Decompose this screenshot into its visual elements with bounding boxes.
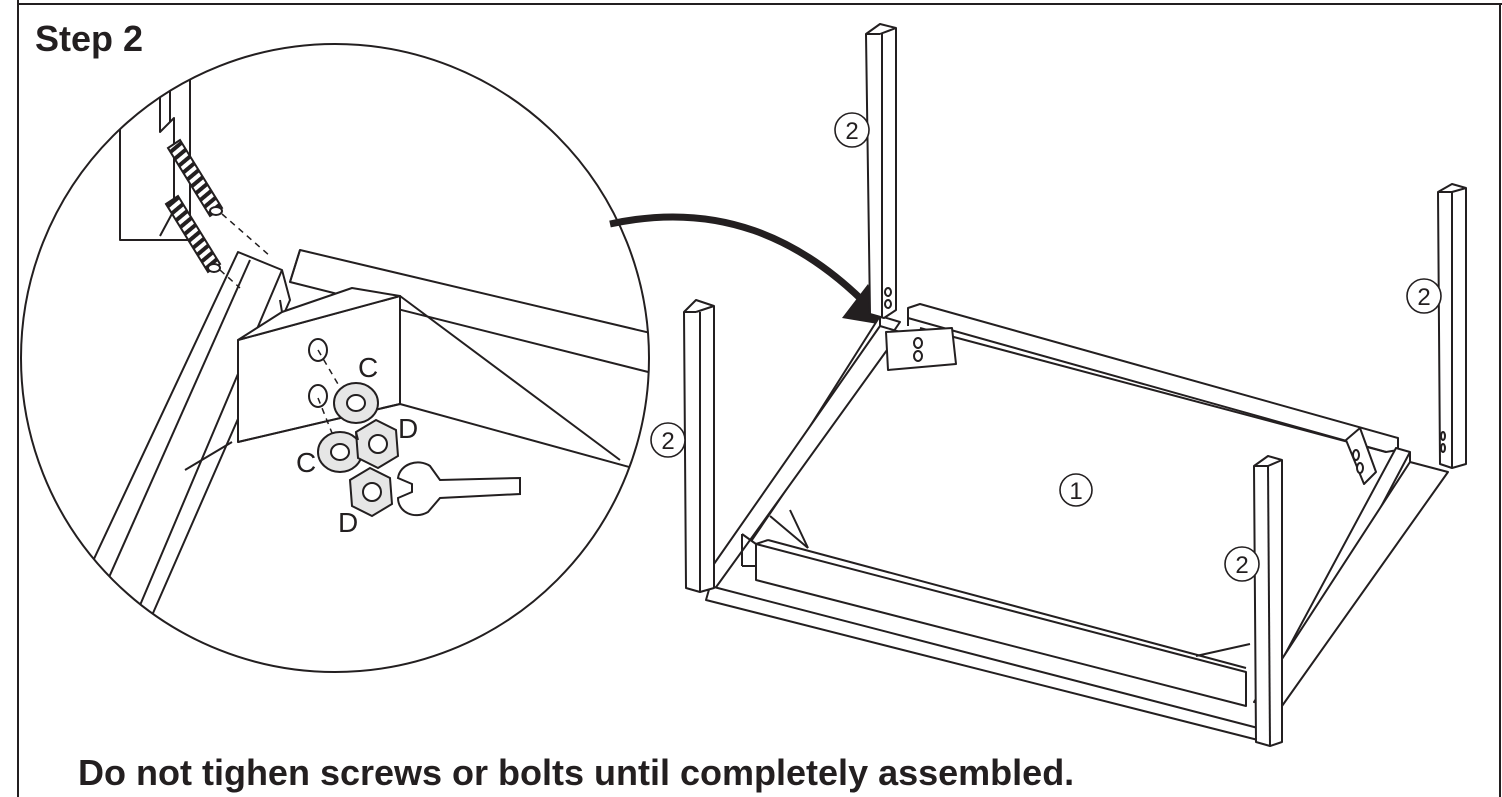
front-apron [741, 533, 1247, 707]
back-apron [907, 303, 1399, 453]
wrench-icon [396, 461, 521, 517]
assembly-warning-note: Do not tighen screws or bolts until comp… [78, 752, 1075, 793]
svg-text:2: 2 [845, 118, 858, 145]
leg-back-left [865, 23, 897, 319]
brace-hole-icon [913, 350, 923, 362]
left-apron [699, 315, 901, 591]
leg-front-right [1253, 455, 1283, 747]
corner-brace [885, 327, 957, 371]
washer-icon [333, 382, 379, 424]
hanger-bolt-icon [164, 194, 222, 274]
part-callout-leg: 2 [650, 422, 686, 458]
leg-front-left [683, 299, 715, 593]
nut-label-d: D [338, 507, 358, 538]
detail-pointer-arrow [609, 213, 884, 325]
svg-text:2: 2 [661, 428, 674, 455]
svg-text:2: 2 [1417, 284, 1430, 311]
detail-zoom-view: C C D D [20, 43, 650, 673]
brace-hole-icon [1352, 449, 1360, 461]
svg-text:2: 2 [1235, 552, 1248, 579]
hanger-bolt-icon [166, 138, 224, 218]
hex-nut-icon [354, 418, 400, 470]
hex-nut-icon [348, 466, 394, 518]
leg-back-right [1437, 183, 1467, 469]
corner-brace [1345, 427, 1377, 485]
part-callout-leg: 2 [1406, 278, 1442, 314]
brace-hole-icon [913, 337, 923, 349]
washer-label-c: C [296, 447, 316, 478]
step-title: Step 2 [35, 18, 144, 59]
part-callout-frame: 1 [1059, 473, 1093, 507]
right-apron [1253, 447, 1449, 707]
nut-label-d: D [398, 413, 418, 444]
svg-text:1: 1 [1069, 478, 1082, 505]
detail-back-apron [289, 249, 649, 381]
brace-hole-icon [308, 384, 328, 408]
table-frame-assembly [683, 23, 1467, 747]
part-callout-leg: 2 [1224, 546, 1260, 582]
part-callout-leg: 2 [834, 112, 870, 148]
brace-hole-icon [1356, 462, 1364, 474]
washer-label-c: C [358, 352, 378, 383]
washer-icon [317, 431, 363, 473]
page-border [17, 0, 1502, 797]
